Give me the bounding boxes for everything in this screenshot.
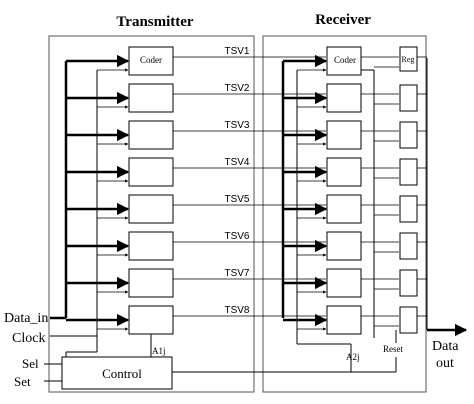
rx-coder-label: Coder xyxy=(334,55,356,65)
rx-block-3 xyxy=(326,120,362,150)
tx-block-7 xyxy=(128,268,174,298)
rx-block-4 xyxy=(326,157,362,187)
tx-block-6 xyxy=(128,231,174,261)
tsv-label-8: TSV8 xyxy=(224,305,249,316)
rx-block-8 xyxy=(326,305,362,335)
tx-block-5 xyxy=(128,194,174,224)
rx-block-5 xyxy=(326,194,362,224)
tsv-label-4: TSV4 xyxy=(224,157,249,168)
tx-block-4 xyxy=(128,157,174,187)
reg-block-5 xyxy=(399,195,418,223)
tsv-label-6: TSV6 xyxy=(224,231,249,242)
receiver-stages xyxy=(283,46,427,335)
tx-coder-label: Coder xyxy=(140,55,162,65)
rx-block-1 xyxy=(326,46,362,76)
tx-block-3 xyxy=(128,120,174,150)
reg-block-1 xyxy=(399,46,418,72)
tx-block-8 xyxy=(128,305,174,335)
data-in-label: Data_in xyxy=(4,311,48,326)
reset-label: Reset xyxy=(383,344,403,354)
reg-label: Reg xyxy=(402,55,415,64)
clock-label: Clock xyxy=(12,331,45,346)
reg-block-8 xyxy=(399,306,418,334)
reg-block-3 xyxy=(399,121,418,149)
reg-block-7 xyxy=(399,269,418,297)
rx-block-7 xyxy=(326,268,362,298)
data-out-label-1: Data xyxy=(432,339,459,354)
tsv-label-7: TSV7 xyxy=(224,268,249,279)
rx-block-6 xyxy=(326,231,362,261)
tsv-label-5: TSV5 xyxy=(224,194,249,205)
control-label: Control xyxy=(102,366,142,381)
reg-block-2 xyxy=(399,84,418,112)
a1j-label: A1j xyxy=(152,346,166,356)
receiver-title: Receiver xyxy=(315,12,371,28)
transmitter-enclosure xyxy=(48,35,255,393)
tsv-label-2: TSV2 xyxy=(224,83,249,94)
data-out-label-2: out xyxy=(436,356,454,371)
transmitter-title: Transmitter xyxy=(116,14,194,30)
set-label: Set xyxy=(14,374,31,389)
receiver-enclosure xyxy=(262,35,427,393)
transmitter-stages xyxy=(66,46,326,335)
reg-block-4 xyxy=(399,158,418,186)
rx-block-2 xyxy=(326,83,362,113)
tx-block-1 xyxy=(128,46,174,76)
tsv-label-1: TSV1 xyxy=(224,46,249,57)
a2j-label: A2j xyxy=(346,352,360,362)
control-block xyxy=(61,356,173,390)
sel-label: Sel xyxy=(22,356,39,371)
tsv-label-3: TSV3 xyxy=(224,120,249,131)
tx-block-2 xyxy=(128,83,174,113)
reg-block-6 xyxy=(399,232,418,260)
